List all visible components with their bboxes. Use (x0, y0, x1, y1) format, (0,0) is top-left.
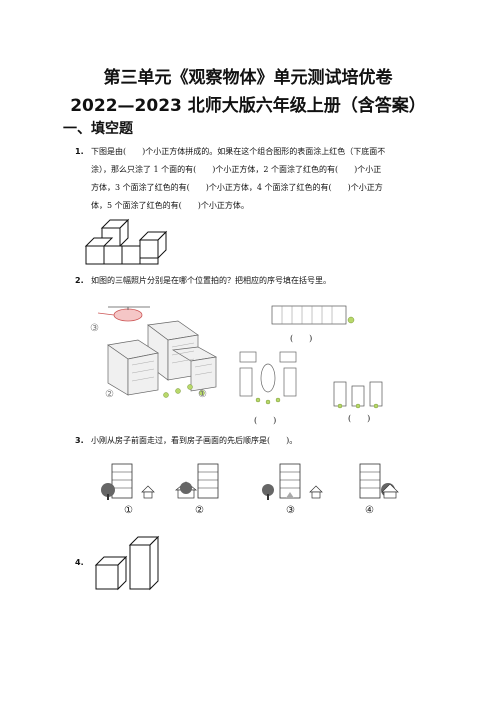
house-view-4 (359, 463, 399, 499)
house-label-3: ③ (286, 505, 295, 516)
q2-photo-a (271, 305, 355, 325)
q3-line1: 小刚从房子前面走过，看到房子画面的先后顺序是( )。 (91, 436, 298, 445)
doc-title-line1: 第三单元《观察物体》单元测试培优卷 (103, 68, 393, 88)
q2-blank-a: ( ) (290, 334, 313, 343)
house-label-4: ④ (365, 505, 374, 516)
q1-line1: 下图是由( )个小正方体拼成的。如果在这个组合图形的表面涂上红色（下底面不 (91, 147, 386, 156)
doc-title-line2: 2022—2023 北师大版六年级上册（含答案） (70, 96, 426, 116)
house-view-2 (175, 463, 219, 499)
house-label-1: ① (124, 505, 133, 516)
q1-line4: 体，5 个面涂了红色的有( )个小正方体。 (91, 201, 249, 210)
q2-blank-b: ( ) (254, 416, 277, 425)
q1-number: 1. (75, 147, 84, 156)
house-view-1 (101, 463, 155, 500)
position-label-3: ③ (90, 323, 99, 334)
position-label-2: ② (105, 389, 114, 400)
q2-photo-c (333, 381, 383, 409)
cube-figure (84, 218, 168, 265)
q2-line1: 如图的三幅照片分别是在哪个位置拍的？把相应的序号填在括号里。 (91, 276, 331, 285)
q2-scene-illustration (97, 306, 218, 398)
q3-number: 3. (75, 436, 84, 445)
q4-number: 4. (75, 558, 84, 567)
q2-number: 2. (75, 276, 84, 285)
house-label-2: ② (195, 505, 204, 516)
position-label-1: ① (198, 389, 207, 400)
section-heading: 一、填空题 (63, 121, 133, 137)
q1-line3: 方体，3 个面涂了红色的有( )个小正方体，4 个面涂了红色的有( )个小正方 (91, 183, 383, 192)
q2-photo-b (239, 351, 297, 405)
house-view-3 (262, 463, 323, 500)
helicopter-icon (97, 306, 150, 322)
q2-blank-c: ( ) (348, 414, 371, 423)
q1-line2: 涂），那么只涂了 1 个面的有( )个小正方体，2 个面涂了红色的有( )个小正 (91, 165, 382, 174)
cuboid-figure (94, 535, 160, 591)
